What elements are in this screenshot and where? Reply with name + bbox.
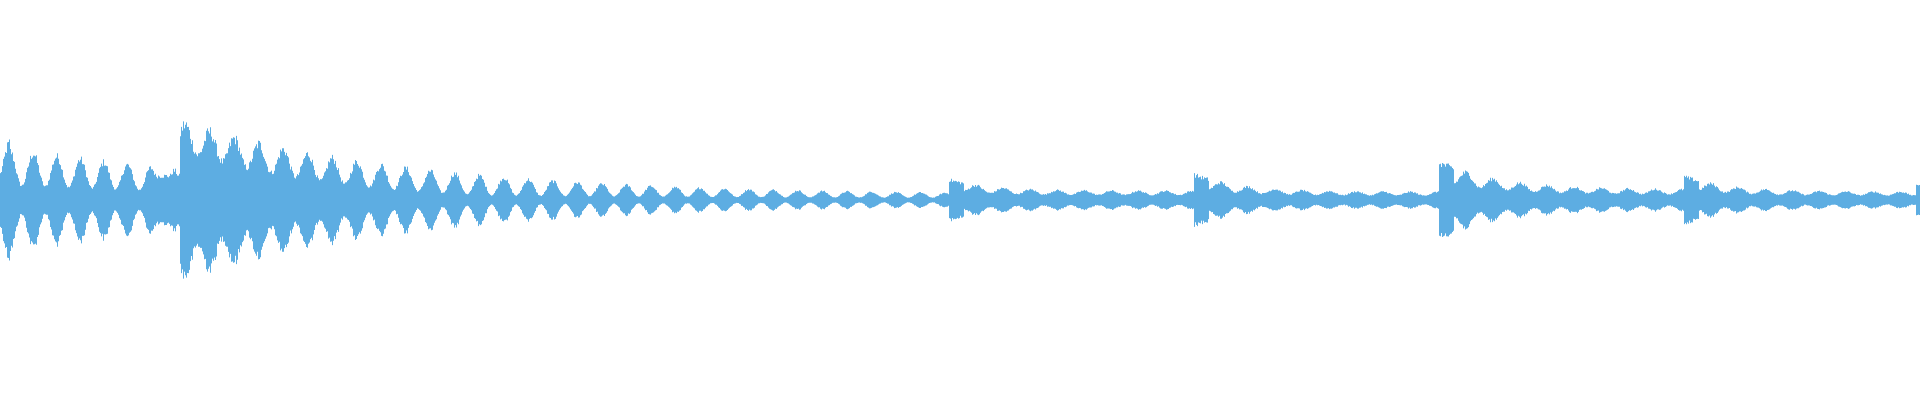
- waveform-path: [0, 121, 1920, 279]
